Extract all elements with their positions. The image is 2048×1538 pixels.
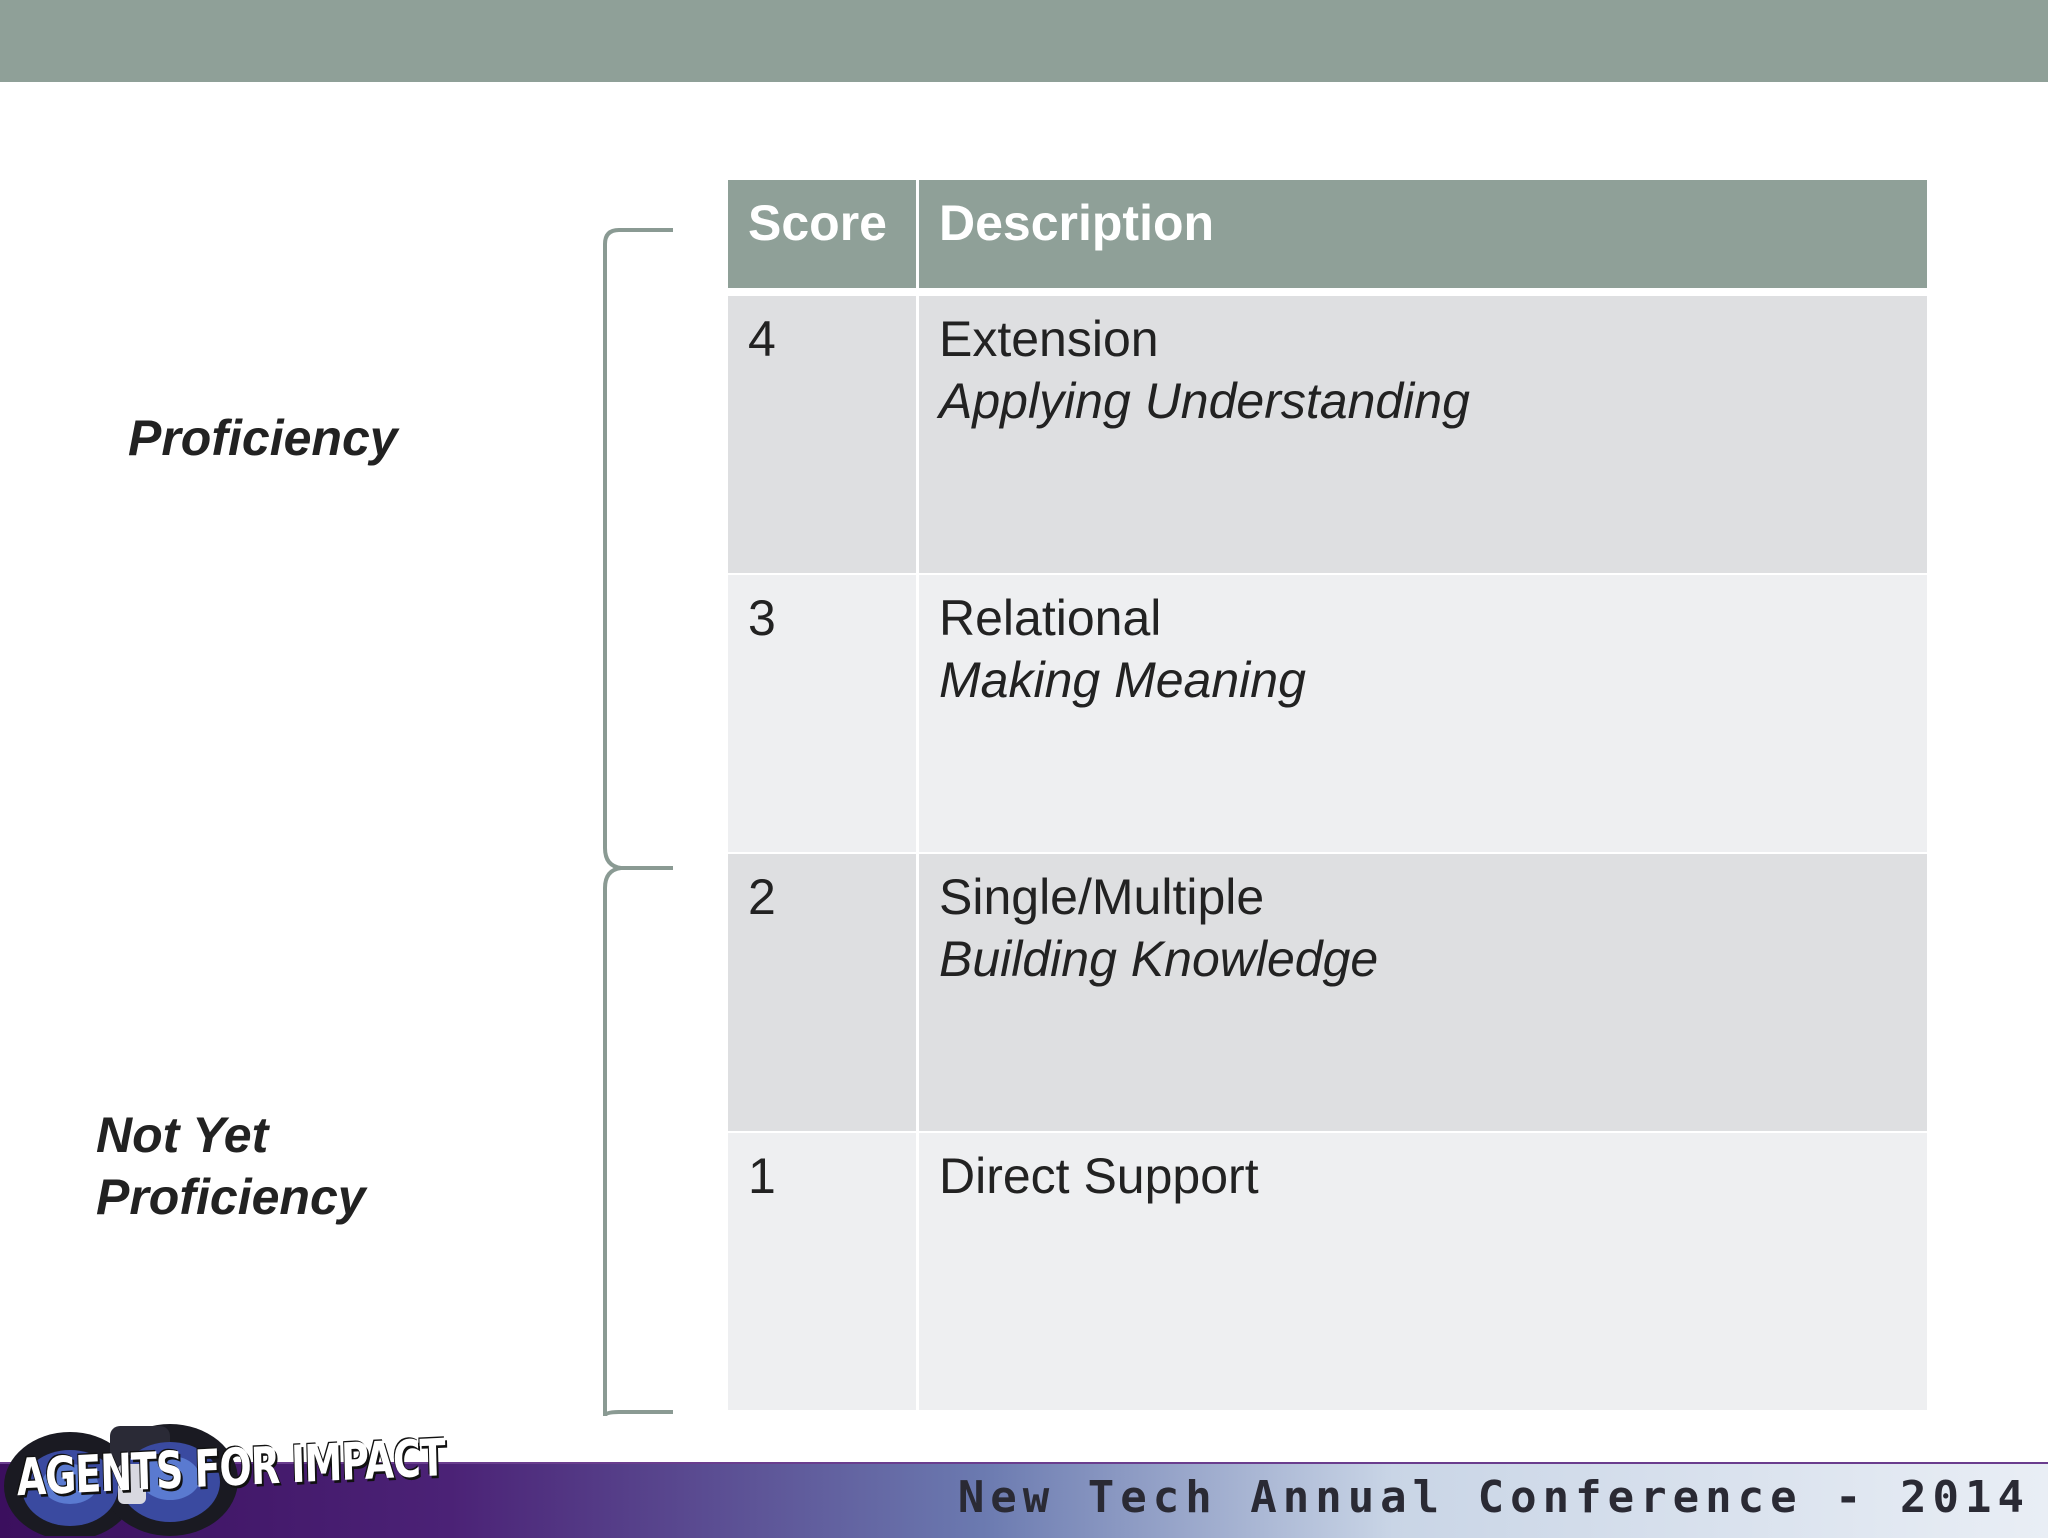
description-title: Extension	[939, 311, 1159, 367]
footer-banner	[0, 1462, 2048, 1538]
description-title: Single/Multiple	[939, 869, 1265, 925]
description-cell: Relational Making Meaning	[919, 575, 1927, 854]
description-cell: Extension Applying Understanding	[919, 296, 1927, 575]
binoculars-logo-icon	[4, 1424, 238, 1536]
score-cell: 3	[728, 575, 919, 854]
score-column-header: Score	[728, 180, 919, 296]
top-banner	[0, 0, 2048, 82]
not-yet-bracket	[603, 866, 673, 1417]
grouping-brackets	[603, 228, 673, 1417]
not-yet-proficiency-label: Not Yet Proficiency	[96, 1107, 366, 1225]
description-cell: Direct Support	[919, 1133, 1927, 1412]
description-subtitle: Applying Understanding	[939, 373, 1470, 429]
table-row: 2 Single/Multiple Building Knowledge	[728, 854, 1927, 1133]
description-title: Direct Support	[939, 1148, 1259, 1204]
proficiency-bracket	[603, 228, 673, 870]
score-cell: 4	[728, 296, 919, 575]
description-subtitle: Making Meaning	[939, 652, 1306, 708]
score-cell: 1	[728, 1133, 919, 1412]
proficiency-label: Proficiency	[128, 410, 398, 466]
table-row: 1 Direct Support	[728, 1133, 1927, 1412]
table-row: 4 Extension Applying Understanding	[728, 296, 1927, 575]
description-column-header: Description	[919, 180, 1927, 296]
description-title: Relational	[939, 590, 1162, 646]
description-subtitle: Building Knowledge	[939, 931, 1379, 987]
conference-title: New Tech Annual Conference - 2014	[957, 1472, 2030, 1523]
score-cell: 2	[728, 854, 919, 1133]
description-cell: Single/Multiple Building Knowledge	[919, 854, 1927, 1133]
table-row: 3 Relational Making Meaning	[728, 575, 1927, 854]
table-header-row: Score Description	[728, 180, 1927, 296]
score-rubric-table: Score Description 4 Extension Applying U…	[728, 180, 1927, 1412]
